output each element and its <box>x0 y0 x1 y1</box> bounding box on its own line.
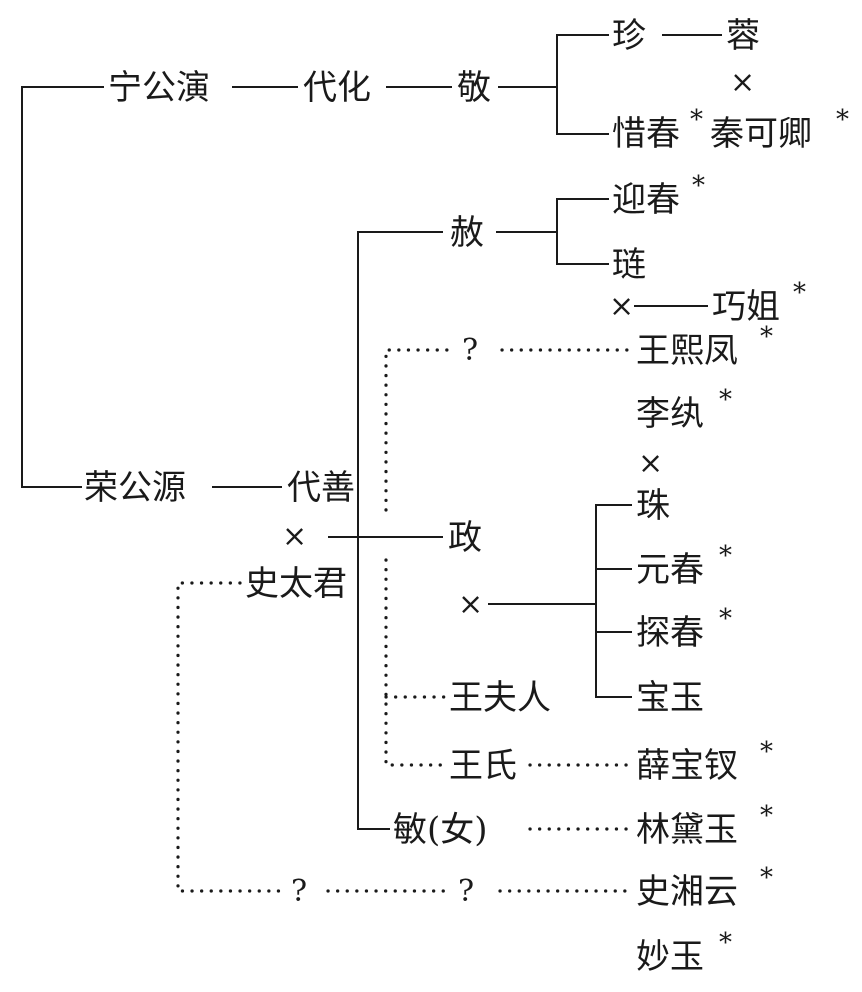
marriage-mark-lian: × <box>609 289 634 324</box>
star-qin-keqing: * <box>836 105 849 135</box>
person-shi-xiangyun: 史湘云 <box>636 872 738 912</box>
star-yuanchun: * <box>719 541 732 571</box>
person-zheng: 政 <box>448 518 482 558</box>
dotted-wang-family-vertical <box>384 348 457 512</box>
person-dai-shan: 代善 <box>287 468 355 508</box>
person-yingchun: 迎春 <box>612 180 680 220</box>
star-miaoyu: * <box>719 928 732 958</box>
person-min: 敏(女) <box>393 810 488 850</box>
person-yuanchun: 元春 <box>636 550 704 590</box>
solid-connectors <box>21 34 722 830</box>
person-wang-shi: 王氏 <box>449 746 517 786</box>
person-xue-baochai: 薛宝钗 <box>636 746 738 786</box>
person-baoyu: 宝玉 <box>636 678 704 718</box>
dotted-wang-lower-trunk <box>384 558 447 767</box>
marriage-mark-zheng: × <box>458 587 483 622</box>
star-xichun: * <box>690 105 703 135</box>
star-yingchun: * <box>692 171 705 201</box>
zheng-children-bracket <box>595 504 632 698</box>
person-lian: 琏 <box>612 245 646 285</box>
person-wang-furen: 王夫人 <box>449 678 551 718</box>
star-lin-daiyu: * <box>760 801 773 831</box>
root-bracket-line <box>21 86 104 488</box>
person-zhu: 珠 <box>636 486 670 526</box>
star-wang-xifeng: * <box>760 322 773 352</box>
person-wang-xifeng: 王熙凤 <box>636 331 738 371</box>
person-miaoyu: 妙玉 <box>636 937 704 977</box>
person-qin-keqing: 秦可卿 <box>710 114 812 154</box>
dotted-shi-family-line <box>176 581 285 893</box>
person-tanchun: 探春 <box>636 613 704 653</box>
person-zhen: 珍 <box>612 16 646 56</box>
person-rong: 蓉 <box>726 16 760 56</box>
star-li-wan: * <box>719 385 732 415</box>
marriage-mark-rong-qin: × <box>730 65 755 100</box>
star-shi-xiangyun: * <box>760 863 773 893</box>
person-li-wan: 李纨 <box>636 394 704 434</box>
jing-children-bracket <box>556 34 609 135</box>
dotted-connectors <box>176 348 632 893</box>
person-dai-hua: 代化 <box>303 68 371 108</box>
person-qiaojie: 巧姐 <box>712 287 780 327</box>
star-tanchun: * <box>719 604 732 634</box>
marriage-mark-zhu-liwan: × <box>638 446 663 481</box>
unknown-mark-shi-2: ? <box>458 874 474 909</box>
person-ning-yan: 宁公演 <box>108 68 210 108</box>
star-xue-baochai: * <box>760 737 773 767</box>
marriage-mark-daishan-shi: × <box>282 519 307 554</box>
person-shi-taijun: 史太君 <box>245 564 347 604</box>
she-children-bracket <box>556 198 609 265</box>
person-lin-daiyu: 林黛玉 <box>636 810 738 850</box>
person-jing: 敬 <box>457 68 491 108</box>
person-xichun: 惜春 <box>612 114 680 154</box>
unknown-mark-shi-1: ? <box>291 874 307 909</box>
star-qiaojie: * <box>793 278 806 308</box>
unknown-mark-wang-xifeng: ? <box>462 333 478 368</box>
person-rong-yuan: 荣公源 <box>84 468 186 508</box>
person-she: 赦 <box>450 213 484 253</box>
daishan-children-trunk <box>357 231 443 830</box>
